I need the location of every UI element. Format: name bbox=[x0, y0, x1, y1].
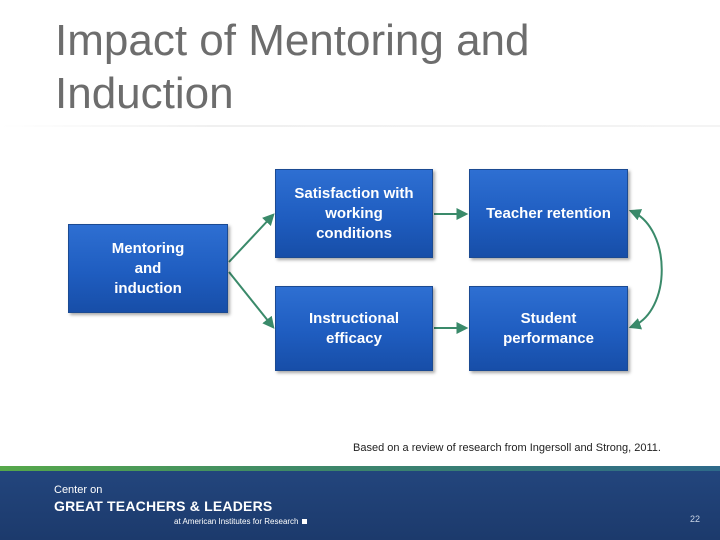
teacher-retention-box: Teacher retention bbox=[469, 169, 628, 258]
org-name-line2: GREAT TEACHERS & LEADERS bbox=[54, 498, 273, 514]
instructional-efficacy-box: Instructional efficacy bbox=[275, 286, 433, 371]
page-number: 22 bbox=[690, 514, 701, 524]
title-divider bbox=[0, 125, 720, 127]
citation-text: Based on a review of research from Inger… bbox=[353, 442, 661, 454]
arrow-retention-performance-link bbox=[628, 209, 663, 330]
footer-accent-band bbox=[0, 466, 720, 471]
org-affiliation-text: at American Institutes for Research bbox=[174, 517, 299, 526]
square-icon bbox=[301, 519, 307, 525]
org-affiliation: at American Institutes for Research bbox=[174, 517, 307, 526]
org-name-line1: Center on bbox=[54, 484, 103, 496]
slide-title: Impact of Mentoring and Induction bbox=[55, 16, 530, 118]
student-performance-box: Student performance bbox=[469, 286, 628, 371]
mentoring-induction-box: Mentoring and induction bbox=[68, 224, 228, 313]
satisfaction-box: Satisfaction with working conditions bbox=[275, 169, 433, 258]
footer-bar: Center on GREAT TEACHERS & LEADERS at Am… bbox=[0, 466, 720, 540]
arrow-mentoring-to-efficacy bbox=[228, 271, 275, 329]
arrow-mentoring-to-satisfaction bbox=[228, 213, 275, 263]
